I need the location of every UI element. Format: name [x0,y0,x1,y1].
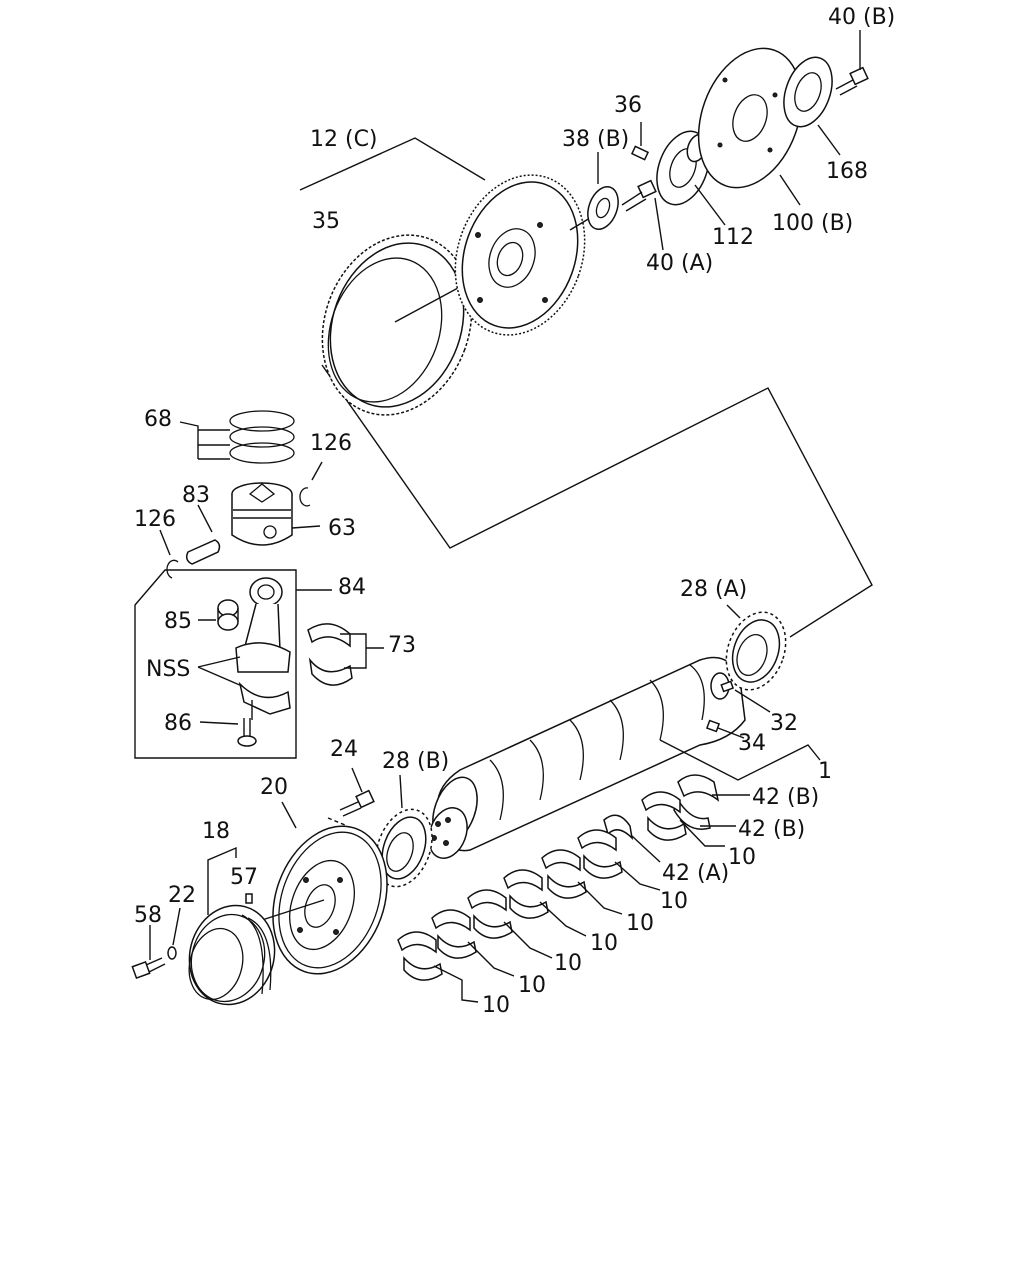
label-68: 68 [144,407,172,432]
pulley-20-part [261,801,388,975]
label-42b-upper: 42 (B) [752,785,819,810]
label-10-f: 10 [518,973,546,998]
circlip-126-right-part [299,461,323,507]
label-126-right: 126 [310,431,352,456]
bolt-86-part [199,718,257,747]
crank-gear-28b-part [375,774,433,888]
label-83: 83 [182,483,210,508]
bolt-58-part [131,925,166,979]
rod-bearing-73-part [307,623,384,686]
piston-rings-part [179,410,295,464]
label-20: 20 [260,775,288,800]
label-100b: 100 (B) [772,211,853,236]
crank-gear-28a-part [725,604,787,691]
label-28a: 28 (A) [680,577,747,602]
label-40b-top: 40 (B) [828,5,895,30]
label-10-a: 10 [728,845,756,870]
bushing-85-part [198,599,239,631]
label-168: 168 [826,159,868,184]
label-10-e: 10 [554,951,582,976]
piston-part [231,482,321,546]
label-12c: 12 (C) [310,127,378,152]
main-bearing-part-4 [503,869,587,937]
key-32-part [720,680,771,713]
crankshaft-part [428,656,746,859]
bolt-24-part [327,767,375,833]
label-10-d: 10 [590,931,618,956]
label-58: 58 [134,903,162,928]
main-bearing-part-6 [431,909,515,977]
bracket-18 [207,846,237,915]
piston-pin-83-part [185,504,221,565]
label-32: 32 [770,711,798,736]
thrust-washer-42a-part [603,814,661,863]
bracket-flywheel-to-crank [321,364,873,638]
label-112: 112 [712,225,754,250]
label-10-b: 10 [660,889,688,914]
bolt-40b-part [835,30,869,96]
pin-36-part [630,122,650,161]
main-bearing-part-2 [577,829,661,891]
label-86: 86 [164,711,192,736]
pin-57-part [245,893,253,904]
main-bearing-part-1 [641,791,725,847]
label-35: 35 [312,209,340,234]
label-18: 18 [202,819,230,844]
label-63: 63 [328,516,356,541]
label-10-c: 10 [626,911,654,936]
thrust-washer-42b-upper-part [677,774,750,802]
ring-gear-part [321,234,496,416]
label-nss: NSS [146,657,190,682]
main-bearing-part-5 [467,889,553,959]
label-73: 73 [388,633,416,658]
plate-38b-part [587,152,619,230]
label-57: 57 [230,865,258,890]
label-10-g: 10 [482,993,510,1018]
flywheel-part [454,174,601,336]
bracket-12c [299,137,486,191]
flex-plate-100b-part [697,47,803,206]
label-40a: 40 (A) [646,251,713,276]
bracket-1 [659,739,821,781]
thrust-washer-42b-lower-part [673,798,736,830]
label-24: 24 [330,737,358,762]
label-126-left: 126 [134,507,176,532]
label-85: 85 [164,609,192,634]
label-38b: 38 (B) [562,127,629,152]
label-34: 34 [738,731,766,756]
label-1: 1 [818,759,832,784]
label-22: 22 [168,883,196,908]
plate-168-part [783,56,841,156]
label-42b-lower: 42 (B) [738,817,805,842]
bolt-40a-part [621,179,664,251]
label-84: 84 [338,575,366,600]
connecting-rod-part [235,577,291,720]
circlip-126-left-part [159,529,179,579]
washer-22-part [167,907,181,960]
main-bearing-part-3 [541,849,623,915]
label-36: 36 [614,93,642,118]
leader-nss-upper [197,656,241,668]
pin-34-part [705,719,745,739]
leader-nss-lower [197,666,243,687]
main-bearing-part-7 [397,931,479,1003]
label-28b: 28 (B) [382,749,449,774]
connecting-rod-box [134,569,297,759]
label-42a: 42 (A) [662,861,729,886]
damper-18-part [188,904,276,1006]
